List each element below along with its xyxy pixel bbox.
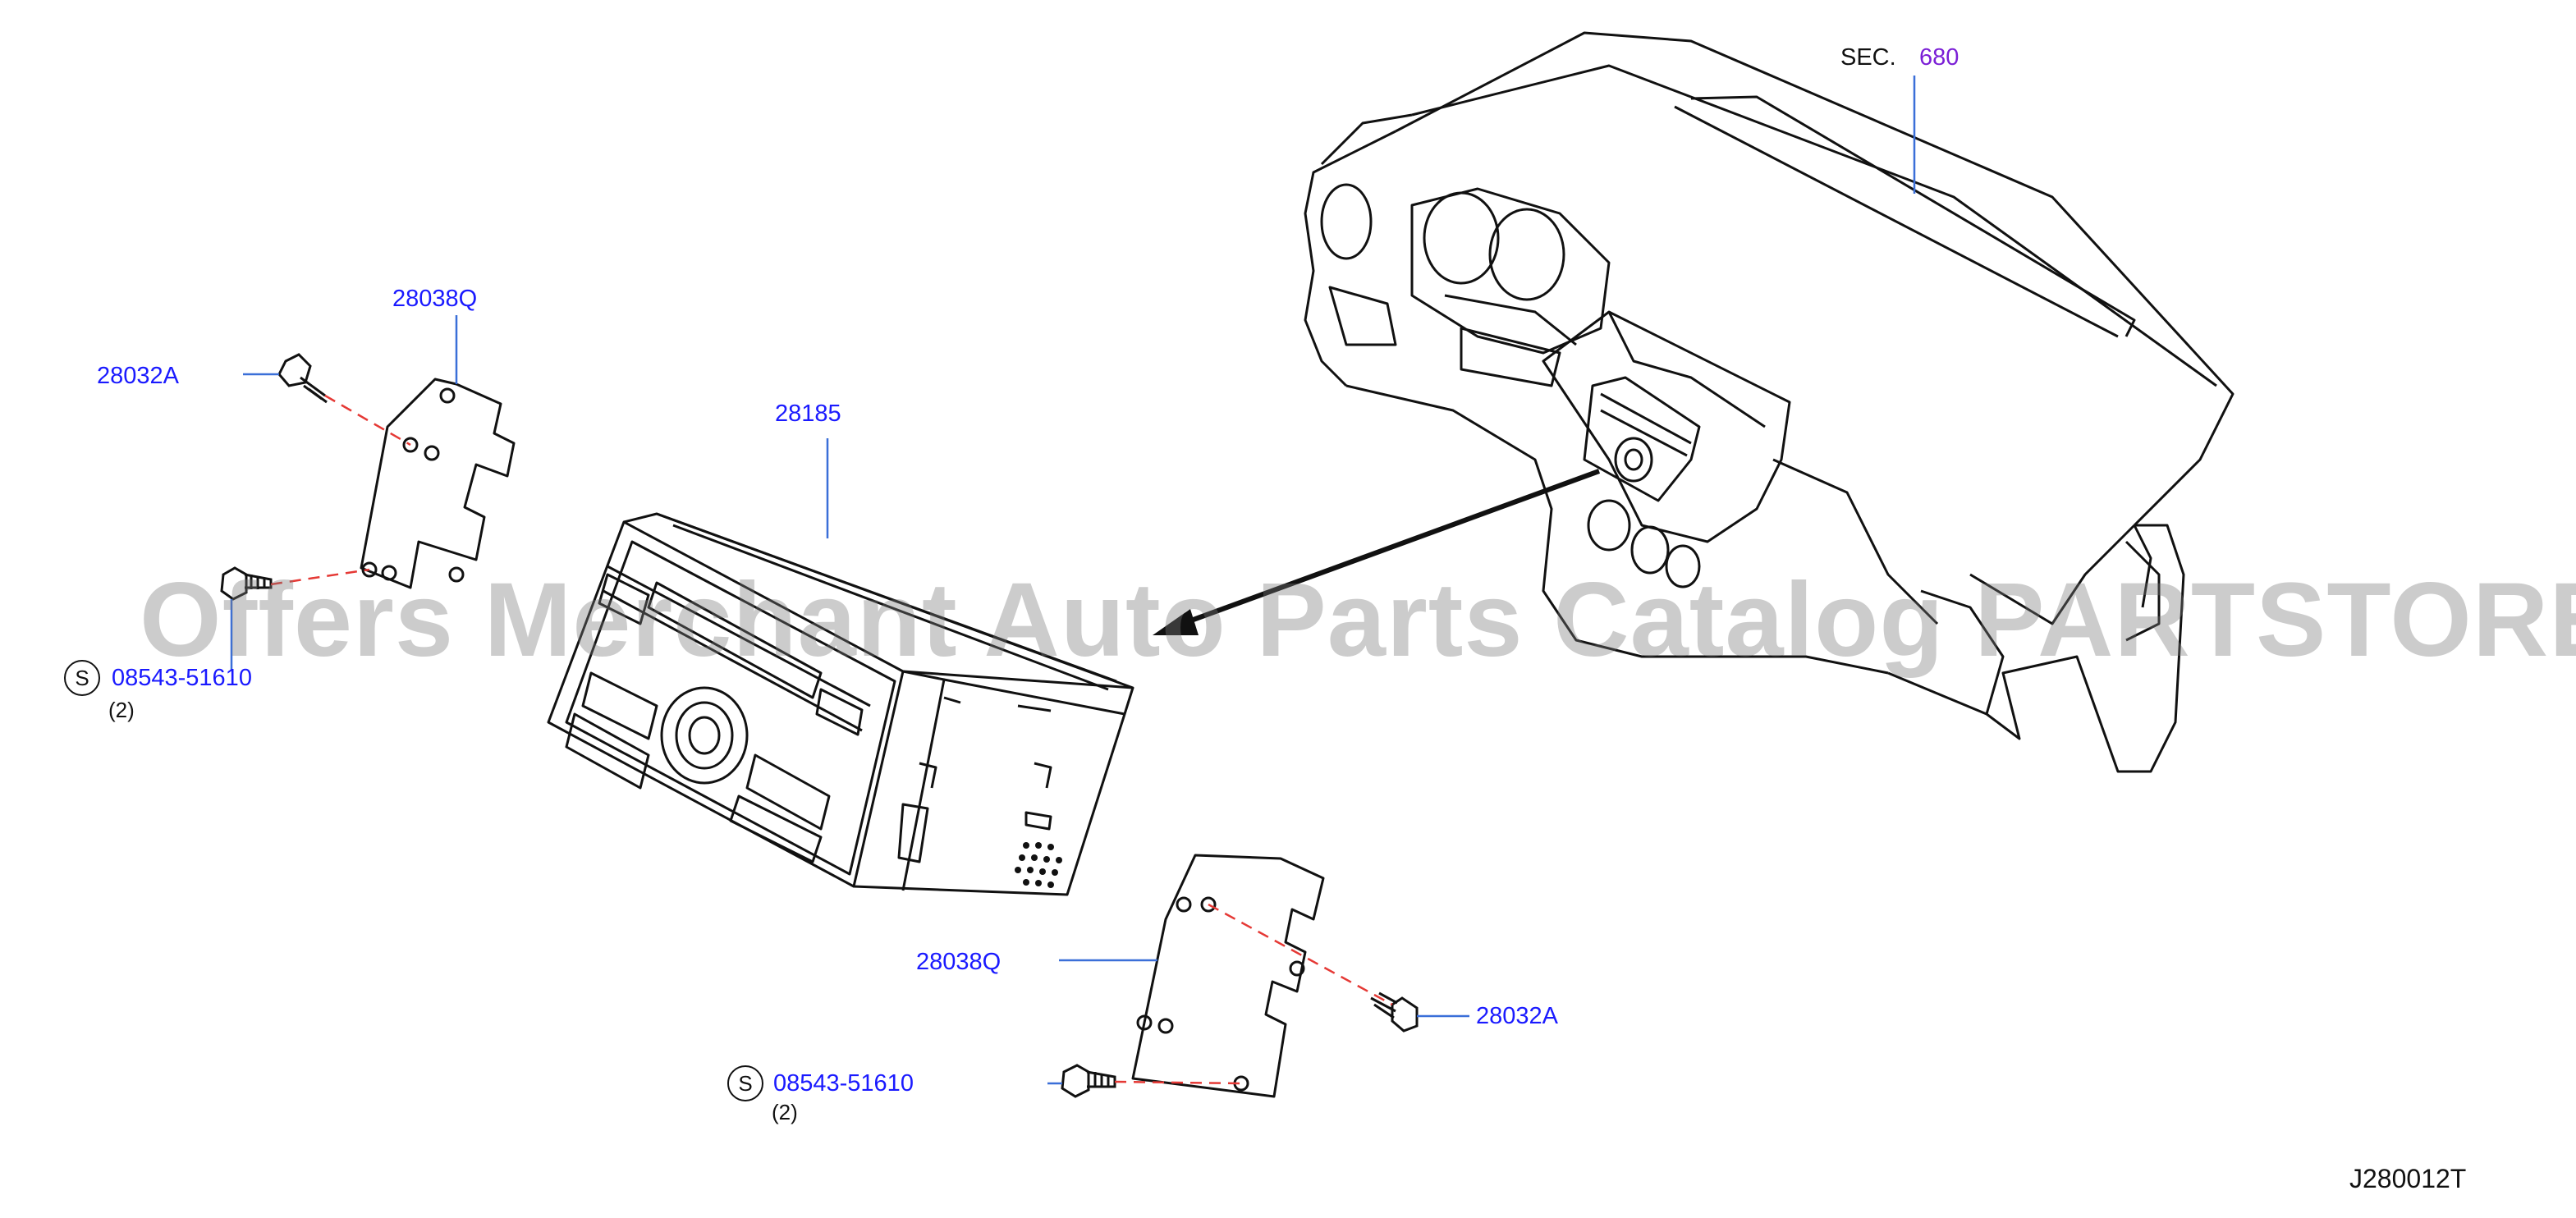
diagram-id: J280012T xyxy=(2349,1164,2467,1193)
bolt-lower-icon xyxy=(1370,991,1419,1033)
install-arrow xyxy=(1153,469,1601,635)
quantity-screw-lower: (2) xyxy=(772,1100,798,1124)
part-label-bolt-lower[interactable]: 28032A xyxy=(1476,1003,1558,1029)
lower-bracket-illustration xyxy=(1131,854,1325,1098)
quantity-screw-upper: (2) xyxy=(108,698,135,722)
part-label-screw-upper[interactable]: 08543-51610 xyxy=(112,665,252,691)
dashed-centerlines xyxy=(270,394,1393,1085)
bolt-upper-icon xyxy=(277,353,328,404)
section-prefix-label: SEC. xyxy=(1840,44,1896,71)
upper-bracket-illustration xyxy=(360,378,516,589)
part-label-bracket-lower[interactable]: 28038Q xyxy=(916,949,1002,975)
part-label-radio-unit[interactable]: 28185 xyxy=(775,401,841,427)
radio-vent-dots xyxy=(1015,842,1062,888)
standard-part-marker-lower: S xyxy=(727,1065,763,1101)
watermark-text: Offers Merchant Auto Parts Catalog PARTS… xyxy=(140,561,2576,679)
dashboard-illustration xyxy=(1304,31,2235,773)
section-number-link[interactable]: 680 xyxy=(1919,44,1960,71)
leader-lines xyxy=(230,76,1916,1085)
screw-lower-icon xyxy=(1061,1064,1116,1098)
part-label-bracket-upper[interactable]: 28038Q xyxy=(392,286,478,312)
radio-unit-illustration xyxy=(547,512,1134,896)
standard-part-marker-upper: S xyxy=(64,660,100,696)
part-label-bolt-upper[interactable]: 28032A xyxy=(97,363,179,389)
part-label-screw-lower[interactable]: 08543-51610 xyxy=(773,1070,914,1097)
